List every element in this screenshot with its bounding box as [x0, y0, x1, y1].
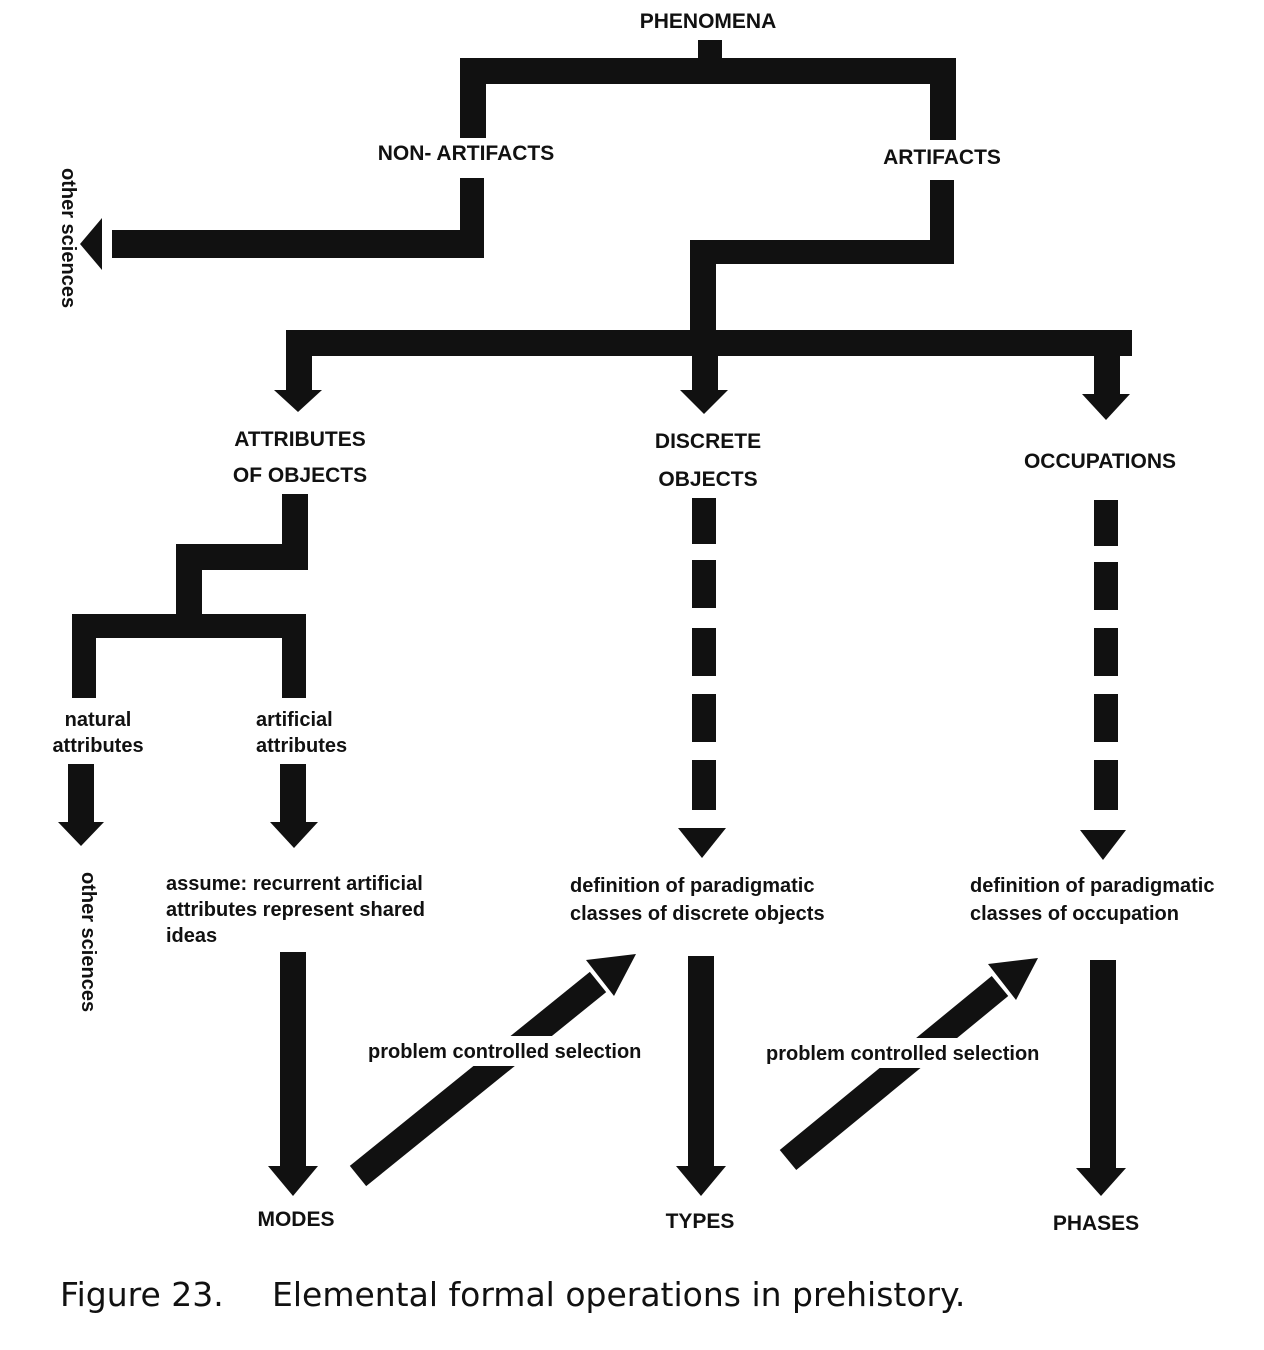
arrowhead-discrete [680, 390, 728, 414]
node-other-sciences-top: other sciences [57, 168, 79, 308]
connector-to-occupations [1094, 330, 1120, 396]
node-assume-line1: assume: recurrent artificial [166, 873, 423, 895]
connector-to-natural [72, 614, 96, 698]
connector-assume-to-modes [280, 952, 306, 1170]
dash-discrete-3 [692, 628, 716, 676]
node-attributes-line2: OF OBJECTS [233, 464, 367, 487]
node-assume-line3: ideas [166, 925, 217, 947]
label-mask-right [762, 1038, 1046, 1068]
node-artifacts: ARTIFACTS [883, 146, 1001, 169]
node-definition-occupation-line2: classes of occupation [970, 903, 1179, 925]
connector-definition-to-phases [1090, 960, 1116, 1172]
node-definition-occupation-line1: definition of paradigmatic [970, 875, 1214, 897]
diagonal-left-arrowhead [586, 954, 636, 996]
arrowhead-phases [1076, 1168, 1126, 1196]
connector-to-attributes [286, 330, 312, 392]
diagonal-right-arrowhead [988, 958, 1038, 1000]
node-discrete-line1: DISCRETE [655, 430, 761, 453]
caption-text: Elemental formal operations in prehistor… [272, 1275, 965, 1314]
diagonal-left-shaft [349, 971, 607, 1187]
node-phases: PHASES [1053, 1212, 1139, 1235]
caption-figure-number: Figure 23. [60, 1275, 224, 1314]
label-mask-left [364, 1036, 648, 1066]
node-modes: MODES [257, 1208, 334, 1231]
connector-to-artifacts [930, 58, 956, 140]
connector-to-other-sciences [112, 230, 484, 258]
node-natural-line2: attributes [52, 735, 143, 757]
connector-artifacts-jog [690, 240, 954, 264]
diagonal-right-shaft [779, 975, 1009, 1171]
dash-occupation-2 [1094, 562, 1118, 610]
connector-top-branch [460, 58, 955, 84]
label-problem-right: problem controlled selection [766, 1043, 1039, 1065]
dash-occupation-5 [1094, 760, 1118, 810]
arrowhead-modes [268, 1166, 318, 1196]
arrowhead-other-sciences [80, 218, 102, 270]
connectors [58, 40, 1132, 1196]
node-assume-line2: attributes represent shared [166, 899, 425, 921]
arrowhead-types [676, 1166, 726, 1196]
dash-discrete-5 [692, 760, 716, 810]
node-definition-objects-line2: classes of discrete objects [570, 903, 825, 925]
node-phenomena: PHENOMENA [640, 10, 777, 33]
dash-occupation-1 [1094, 500, 1118, 546]
dash-discrete-4 [692, 694, 716, 742]
node-occupations: OCCUPATIONS [1024, 450, 1176, 473]
connector-to-discrete [692, 340, 718, 392]
node-artificial-line2: attributes [256, 735, 347, 757]
node-types: TYPES [666, 1210, 735, 1233]
connector-definition-to-types [688, 956, 714, 1170]
connector-natural-down [68, 764, 94, 824]
connector-artificial-down [280, 764, 306, 824]
node-natural-line1: natural [65, 709, 132, 731]
connector-to-artificial [282, 614, 306, 698]
dash-discrete-1 [692, 498, 716, 544]
label-problem-left: problem controlled selection [368, 1041, 641, 1063]
node-attributes-line1: ATTRIBUTES [234, 428, 365, 451]
node-discrete-line2: OBJECTS [658, 468, 757, 491]
connector-to-non-artifacts [460, 58, 486, 138]
arrowhead-natural [58, 822, 104, 846]
dash-discrete-2 [692, 560, 716, 608]
node-non-artifacts: NON- ARTIFACTS [378, 142, 555, 165]
node-other-sciences-bottom: other sciences [77, 872, 99, 1012]
arrowhead-artificial [270, 822, 318, 848]
dash-occupation-4 [1094, 694, 1118, 742]
diagonal-arrows [349, 954, 1038, 1187]
node-artificial-line1: artificial [256, 709, 333, 731]
labels: PHENOMENA NON- ARTIFACTS ARTIFACTS other… [52, 10, 1214, 1314]
arrowhead-occupations [1082, 394, 1130, 420]
connector-attributes-branch [72, 614, 306, 638]
arrowhead-discrete-definition [678, 828, 726, 858]
arrowhead-attributes [274, 390, 322, 412]
node-definition-objects-line1: definition of paradigmatic [570, 875, 814, 897]
dash-occupation-3 [1094, 628, 1118, 676]
arrowhead-occupation-definition [1080, 830, 1126, 860]
